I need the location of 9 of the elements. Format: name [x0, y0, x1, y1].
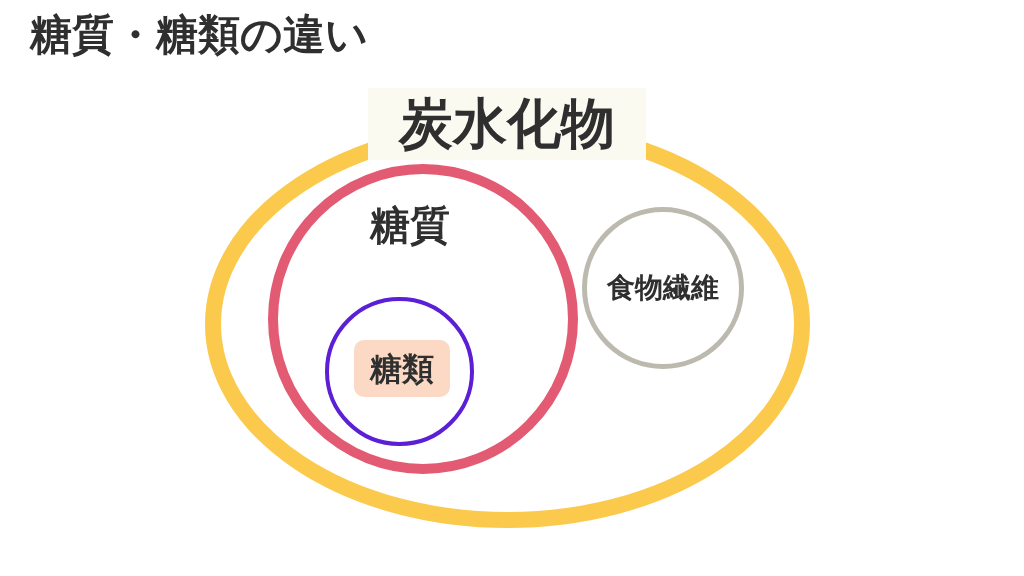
set-ellipse [205, 88, 810, 528]
set-circle [268, 164, 578, 474]
set-circle [325, 297, 474, 446]
title: 糖質・糖類の違い [30, 12, 368, 59]
set-label: 食物繊維 [606, 270, 720, 306]
set-label: 糖類 [354, 340, 450, 397]
set-label: 糖質 [368, 202, 451, 248]
set-heading: 炭水化物 [368, 88, 646, 160]
set-circle [582, 207, 744, 369]
